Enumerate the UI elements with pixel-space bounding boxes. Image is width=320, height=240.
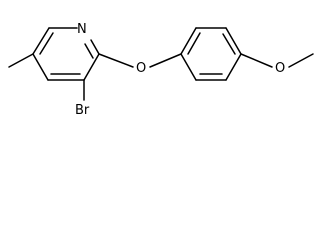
methyl-bond	[8, 53, 34, 68]
ether-bond-right	[149, 53, 182, 68]
bond-c4-c5	[32, 53, 49, 81]
bond-a6-a1	[180, 53, 197, 81]
bond-c5-c6	[32, 27, 50, 55]
bond-a1-a2	[180, 27, 197, 55]
bond-c2-c3	[83, 53, 100, 81]
bond-c5-c6-inner	[39, 32, 54, 55]
methoxy-bond	[240, 53, 273, 68]
anisole-ring	[180, 27, 242, 81]
bond-n-c2-inner	[84, 43, 94, 59]
bond-a1-a2-inner	[187, 32, 201, 55]
methoxy-oxygen-label: O	[275, 61, 285, 76]
bond-a3-a4-inner	[222, 33, 236, 55]
nitrogen-label: N	[77, 22, 87, 37]
bromine-label: Br	[75, 103, 90, 118]
bond-n-c2	[90, 39, 100, 55]
chemical-structure-diagram: N Br O O	[8, 22, 314, 118]
bond-a4-a5	[225, 53, 242, 81]
bond-a3-a4	[225, 27, 242, 55]
ether-bond-left	[98, 53, 134, 68]
ether-oxygen-label: O	[136, 61, 146, 76]
pyridine-ring	[32, 27, 100, 81]
methoxy-methyl-bond	[288, 53, 314, 68]
